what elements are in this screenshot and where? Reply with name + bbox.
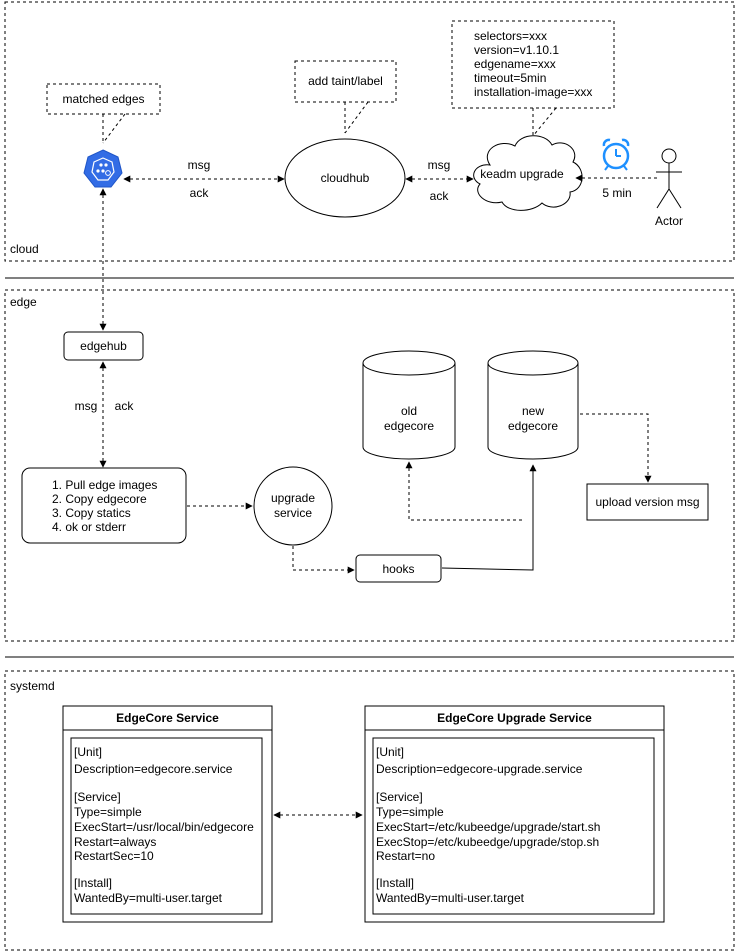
systemd-region-label: systemd [10, 679, 55, 693]
config-line: installation-image=xxx [474, 85, 592, 99]
config-line: timeout=5min [474, 71, 546, 85]
step-item: 4. ok or stderr [52, 520, 126, 534]
actor-label: Actor [655, 214, 683, 228]
config-line: selectors=xxx [474, 29, 547, 43]
stick-figure-icon [656, 148, 682, 209]
unit-line: RestartSec=10 [74, 849, 154, 863]
unit-line: [Unit] [74, 745, 102, 759]
config-line: edgename=xxx [474, 57, 556, 71]
unit-line: [Service] [74, 790, 121, 804]
edge-region-label: edge [10, 295, 37, 309]
old-edgecore-node: old edgecore [362, 350, 456, 460]
upgrade-service-label: upgrade [271, 491, 315, 505]
new-edgecore-node: new edgecore [487, 350, 579, 460]
upgrade-service-title: EdgeCore Upgrade Service [437, 711, 592, 725]
upgrade-steps-list: 1. Pull edge images 2. Copy edgecore 3. … [52, 478, 157, 534]
edge-msg-label: msg [75, 399, 98, 413]
old-edgecore-label: edgecore [384, 419, 434, 433]
upgrade-service-node [253, 466, 333, 546]
kubeedge-icon [83, 149, 123, 188]
edgecore-service-title: EdgeCore Service [116, 711, 219, 725]
upload-version-label: upload version msg [595, 495, 699, 509]
unit-line: [Install] [376, 876, 414, 890]
unit-line: [Service] [376, 790, 423, 804]
edgecore-service-lines: [Unit] Description=edgecore.service [Ser… [74, 745, 254, 905]
step-item: 2. Copy edgecore [52, 492, 147, 506]
new-edgecore-label: new [522, 404, 544, 418]
edgehub-label: edgehub [80, 339, 127, 353]
unit-line: WantedBy=multi-user.target [376, 891, 525, 905]
cloud-region [4, 1, 735, 262]
keadm-upgrade-label: keadm upgrade [480, 167, 564, 181]
edgecore-upload-arrow [580, 413, 652, 483]
unit-line: Type=simple [74, 805, 142, 819]
taint-note [294, 60, 397, 103]
unit-line: WantedBy=multi-user.target [74, 891, 223, 905]
alarm-clock-icon [602, 138, 630, 171]
ack-label-left: ack [190, 186, 210, 200]
cloudhub-node [284, 138, 406, 218]
new-old-edgecore-arrow [405, 461, 522, 521]
unit-line: ExecStop=/etc/kubeedge/upgrade/stop.sh [376, 835, 599, 849]
cloud-region-label: cloud [10, 242, 39, 256]
old-edgecore-label: old [401, 404, 417, 418]
edge-ack-label: ack [115, 399, 135, 413]
unit-line: Description=edgecore.service [74, 762, 233, 776]
new-edgecore-label: edgecore [508, 419, 558, 433]
config-line: version=v1.10.1 [474, 43, 559, 57]
ack-label-right: ack [430, 189, 450, 203]
keadm-upgrade-node [473, 135, 583, 211]
unit-line: [Install] [74, 876, 112, 890]
unit-line: ExecStart=/usr/local/bin/edgecore [74, 820, 254, 834]
hooks-new-edgecore-arrow [441, 464, 537, 571]
cloudhub-label: cloudhub [321, 171, 370, 185]
edgehub-node [63, 331, 144, 361]
hooks-label: hooks [382, 562, 414, 576]
hooks-node [355, 554, 442, 583]
upgrade-service-lines: [Unit] Description=edgecore-upgrade.serv… [376, 745, 600, 905]
unit-line: Description=edgecore-upgrade.service [376, 762, 583, 776]
edgecore-service-panel: EdgeCore Service [Unit] Description=edge… [62, 705, 273, 923]
upgrade-steps-box [21, 467, 187, 544]
upgrade-service-panel: EdgeCore Upgrade Service [Unit] Descript… [364, 705, 665, 923]
unit-line: Restart=always [74, 835, 156, 849]
matched-edges-note [46, 83, 161, 115]
msg-label-right: msg [428, 158, 451, 172]
config-note [451, 20, 615, 109]
config-note-lines: selectors=xxx version=v1.10.1 edgename=x… [474, 29, 592, 99]
unit-line: [Unit] [376, 745, 404, 759]
unit-line: ExecStart=/etc/kubeedge/upgrade/start.sh [376, 820, 600, 834]
matched-edges-note-text: matched edges [62, 92, 144, 106]
msg-label-left: msg [188, 158, 211, 172]
taint-note-text: add taint/label [308, 74, 383, 88]
unit-line: Type=simple [376, 805, 444, 819]
upgrade-service-label: service [274, 506, 312, 520]
unit-line: Restart=no [376, 849, 435, 863]
timer-label: 5 min [602, 186, 631, 200]
service-hooks-arrow [292, 546, 355, 574]
upload-version-node [586, 483, 709, 521]
step-item: 3. Copy statics [52, 506, 131, 520]
step-item: 1. Pull edge images [52, 478, 157, 492]
